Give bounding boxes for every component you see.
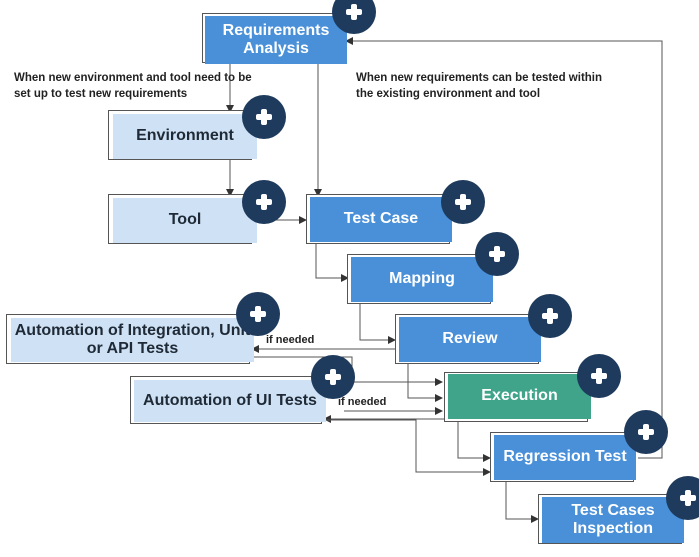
expand-regression-test-plus-icon[interactable]: [624, 410, 668, 454]
expand-test-case-plus-icon[interactable]: [441, 180, 485, 224]
automation-ui-node[interactable]: Automation of UI Tests: [130, 376, 326, 426]
expand-automation-integration-plus-icon[interactable]: [236, 292, 280, 336]
mapping-label: Mapping: [351, 257, 493, 302]
expand-mapping-plus-icon[interactable]: [475, 232, 519, 276]
review-node[interactable]: Review: [395, 314, 545, 366]
if-needed-label-integration: if needed: [266, 334, 315, 346]
execution-node[interactable]: Execution: [444, 372, 594, 424]
mapping-node[interactable]: Mapping: [347, 254, 497, 306]
environment-label: Environment: [113, 114, 257, 159]
execution-label: Execution: [448, 374, 591, 419]
expand-environment-plus-icon[interactable]: [242, 95, 286, 139]
existing-env-note: When new requirements can be tested with…: [356, 72, 603, 100]
test-case-label: Test Case: [310, 197, 452, 242]
automation-integration-node[interactable]: Automation of Integration, Unit or API T…: [6, 314, 254, 366]
automation-ui-label: Automation of UI Tests: [134, 380, 326, 422]
arrow-automation-ui-to-regression: [324, 419, 491, 476]
test-cases-inspection-label: Test Cases Inspection: [542, 497, 684, 543]
regression-test-label: Regression Test: [494, 435, 636, 480]
requirements-analysis-node[interactable]: Requirements Analysis: [202, 13, 348, 65]
environment-node[interactable]: Environment: [108, 110, 258, 162]
arrow-execution-to-regression: [457, 418, 491, 462]
arrow-testcase-to-mapping: [315, 243, 349, 282]
requirements-analysis-label: Requirements Analysis: [205, 16, 347, 64]
expand-requirements-analysis-plus-icon[interactable]: [332, 0, 376, 34]
expand-automation-ui-plus-icon[interactable]: [311, 355, 355, 399]
arrow-review-to-execution: [407, 362, 443, 402]
expand-execution-plus-icon[interactable]: [577, 354, 621, 398]
tool-label: Tool: [113, 198, 257, 243]
arrow-mapping-to-review: [359, 302, 396, 344]
review-label: Review: [399, 317, 541, 362]
env-tool-note: When new environment and tool need to be…: [14, 72, 252, 100]
regression-test-node[interactable]: Regression Test: [490, 432, 640, 484]
expand-test-cases-inspection-plus-icon[interactable]: [666, 476, 699, 520]
test-case-node[interactable]: Test Case: [306, 194, 456, 246]
test-cases-inspection-node[interactable]: Test Cases Inspection: [538, 494, 688, 546]
expand-tool-plus-icon[interactable]: [242, 180, 286, 224]
expand-review-plus-icon[interactable]: [528, 294, 572, 338]
if-needed-label-ui: if needed: [338, 396, 387, 408]
automation-integration-label: Automation of Integration, Unit or API T…: [11, 318, 254, 362]
arrow-regression-to-inspection: [505, 480, 539, 523]
arrow-regression-to-requirements: [345, 37, 663, 459]
tool-node[interactable]: Tool: [108, 194, 258, 246]
